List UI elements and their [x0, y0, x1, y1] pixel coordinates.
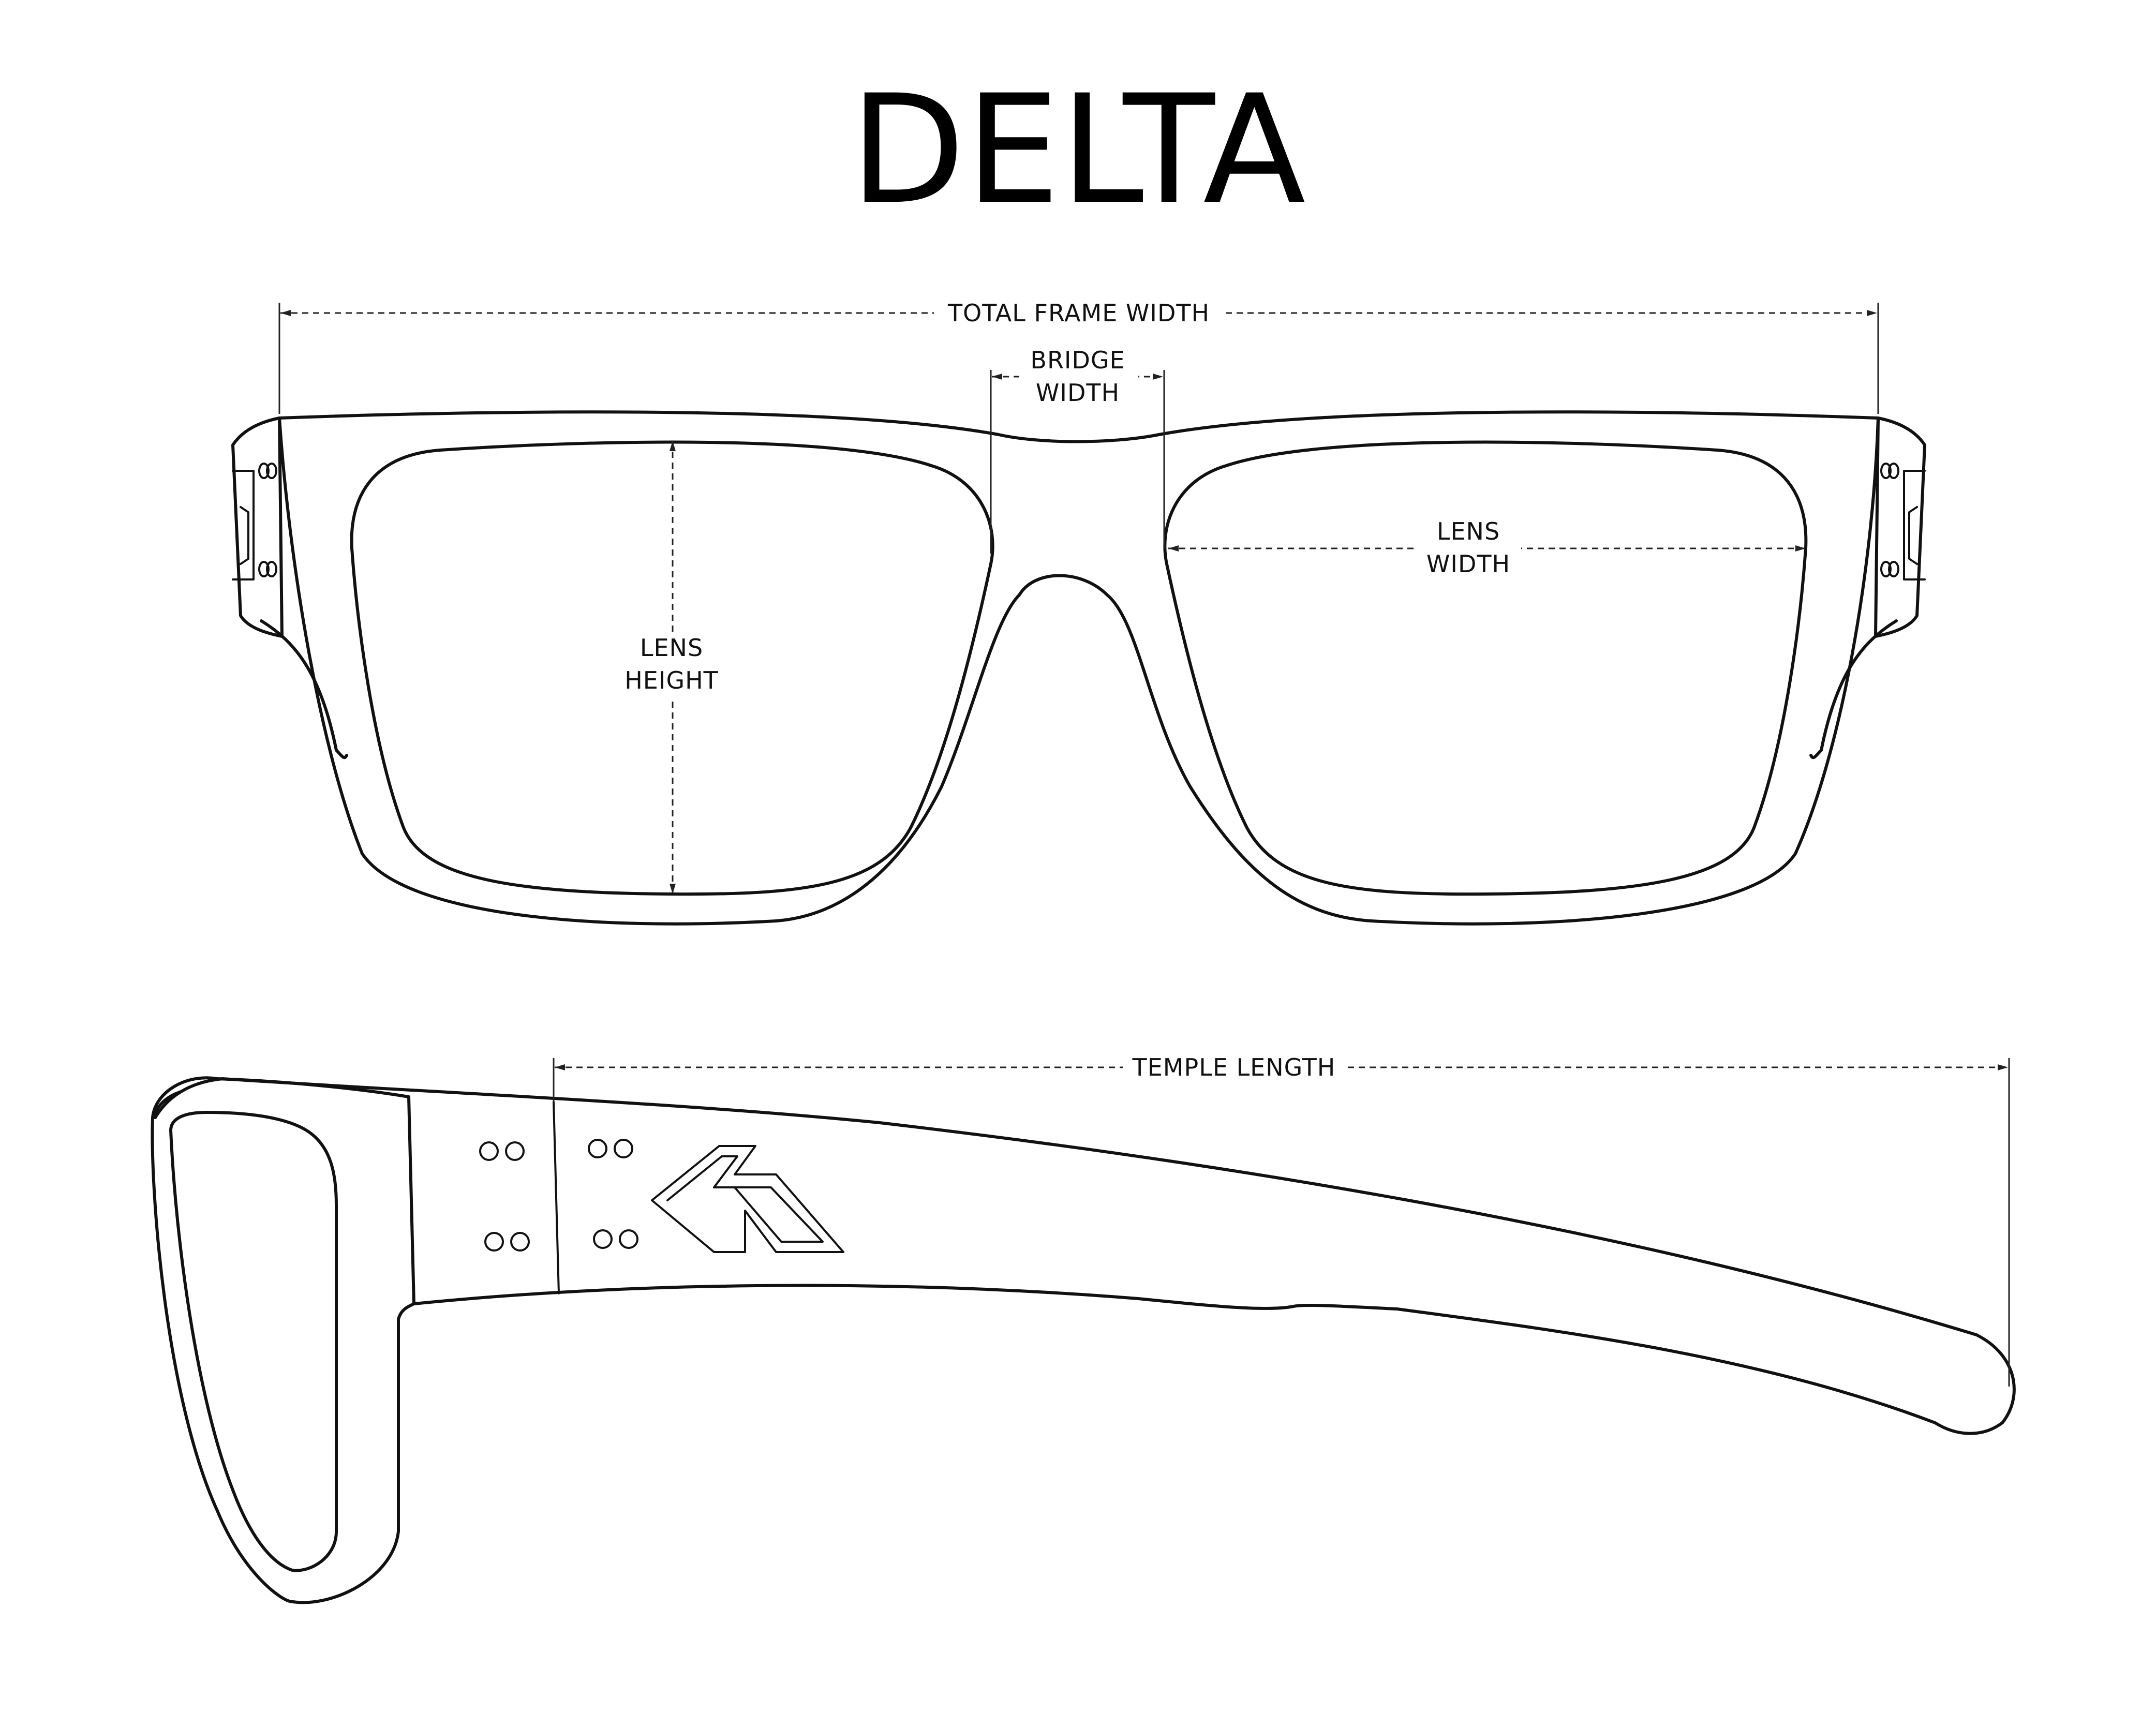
side-dimensions: TEMPLE LENGTH: [553, 1049, 2010, 1387]
side-temple-arm: [154, 1077, 2016, 1435]
side-hinge-line-1: [408, 1096, 415, 1305]
left-hinge-detail-2: [240, 506, 249, 565]
left-temple-stub: [260, 619, 348, 760]
left-lens: [350, 440, 994, 896]
front-dimensions: TOTAL FRAME WIDTH BRIDGE WIDTH LENS WIDT…: [278, 295, 1879, 894]
side-hinge-line-2: [553, 1101, 560, 1294]
left-hinge-screws: [258, 463, 277, 577]
side-rim-edge: [154, 1090, 183, 1119]
temple-length-label: TEMPLE LENGTH: [1132, 1053, 1336, 1081]
lens-width-label-line2: WIDTH: [1426, 550, 1510, 578]
side-view: [151, 1076, 2016, 1604]
front-frame-outline: [278, 410, 1880, 926]
right-lens: [1163, 440, 1808, 896]
left-hinge-detail: [232, 470, 255, 580]
bridge-width-label-line2: WIDTH: [1036, 379, 1120, 407]
right-hinge-detail: [1903, 470, 1926, 580]
side-hinge-screws-temple: [588, 1139, 638, 1249]
lens-width-label-line1: LENS: [1437, 517, 1500, 545]
left-hinge: [231, 416, 284, 638]
bridge-width-label-line1: BRIDGE: [1030, 346, 1125, 374]
right-temple-stub: [1809, 619, 1898, 760]
right-hinge: [1874, 416, 1926, 638]
side-front-rim: [151, 1076, 415, 1604]
right-hinge-detail-2: [1908, 506, 1918, 565]
chevron-h-logo-icon: [651, 1145, 844, 1253]
side-lens: [169, 1111, 338, 1572]
lens-height-label-line1: LENS: [640, 634, 703, 662]
side-hinge-screws-front: [479, 1141, 530, 1252]
diagram-title: DELTA: [850, 63, 1306, 237]
total-frame-width-label: TOTAL FRAME WIDTH: [947, 299, 1210, 327]
right-hinge-screws: [1880, 463, 1899, 577]
front-view: [231, 410, 1926, 926]
lens-height-label-line2: HEIGHT: [625, 666, 719, 694]
